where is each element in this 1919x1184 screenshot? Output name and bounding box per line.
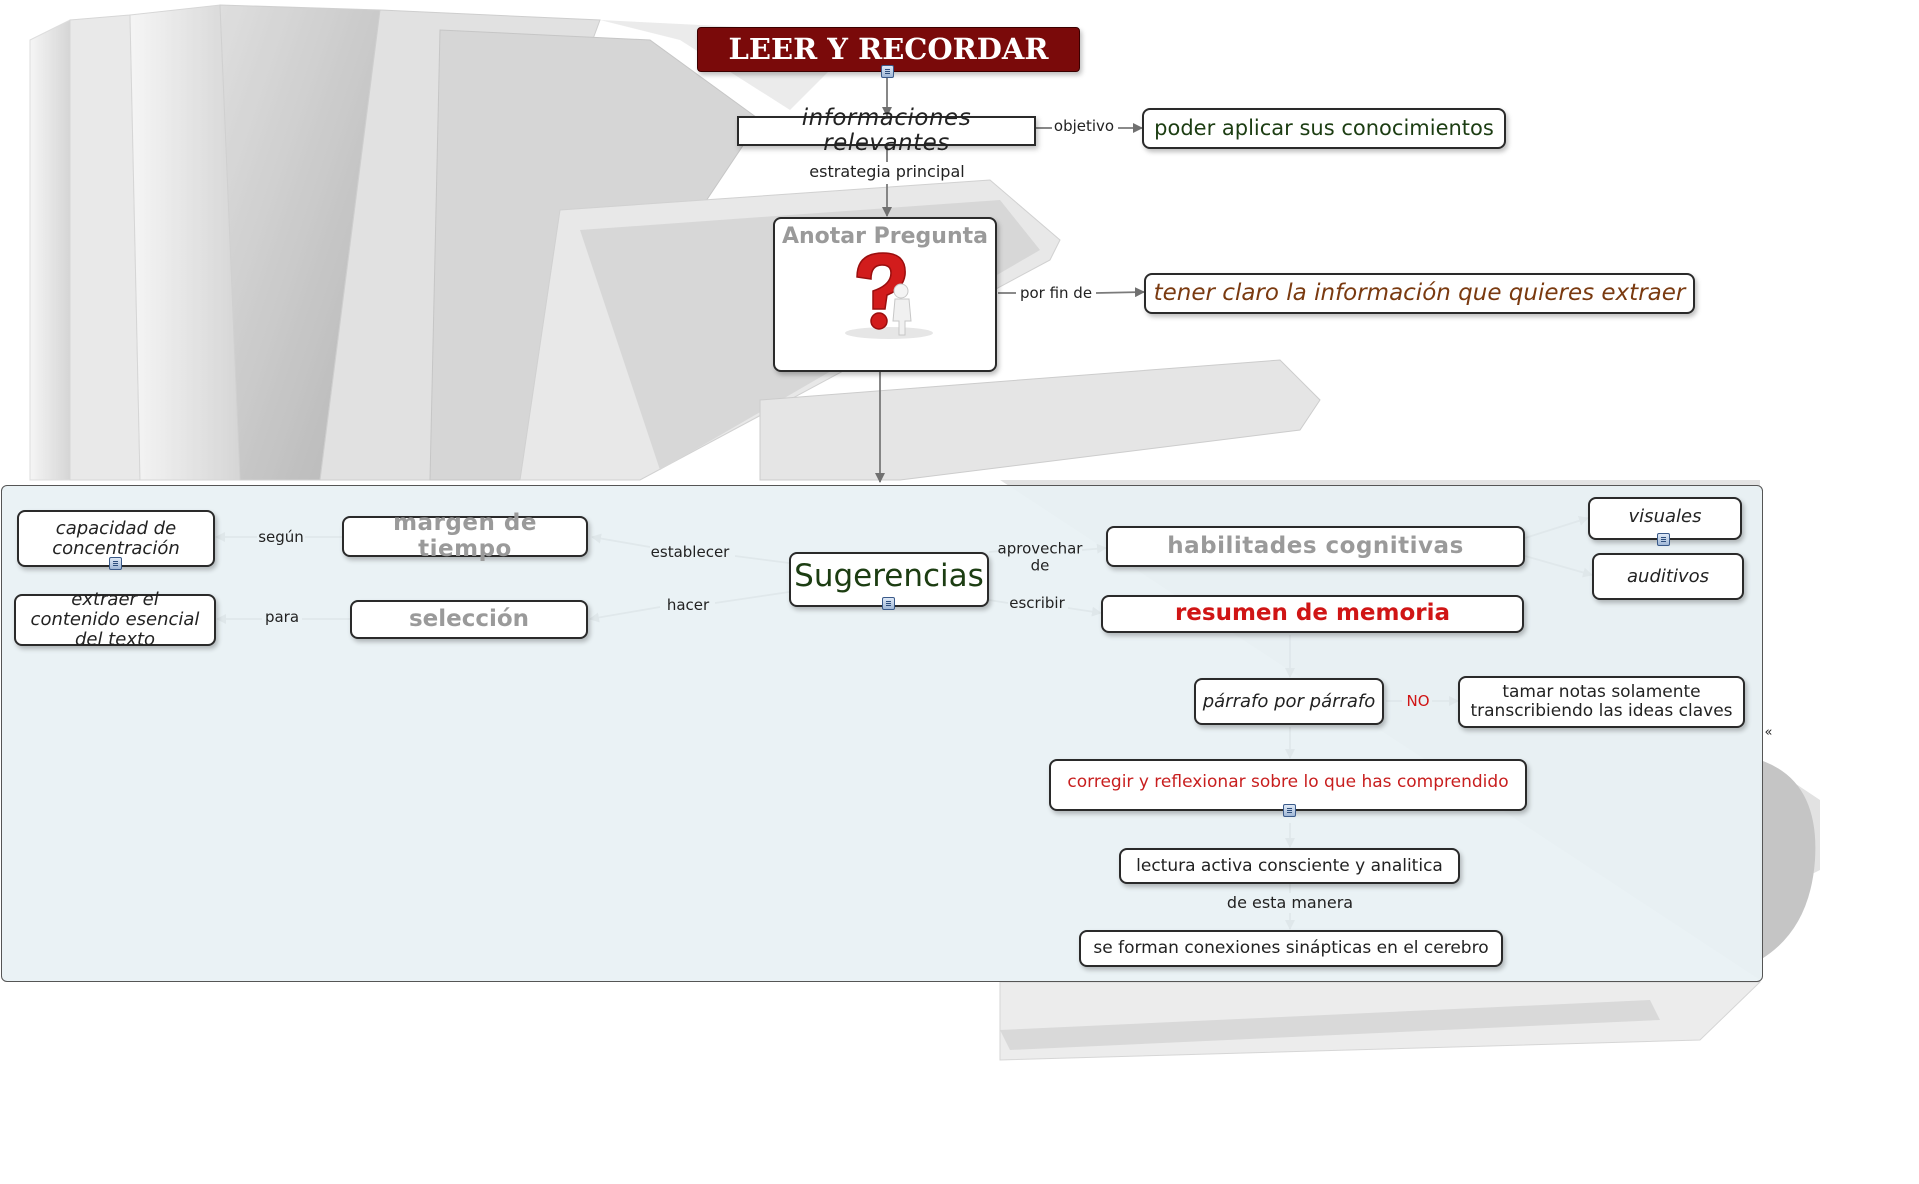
- poder-node[interactable]: poder aplicar sus conocimientos: [1142, 108, 1506, 149]
- link-label-porfin: por fin de: [1019, 283, 1093, 302]
- lectura-node[interactable]: lectura activa consciente y analitica: [1119, 848, 1460, 884]
- capacidad-resource-icon[interactable]: [109, 557, 122, 570]
- link-label-estrategia: estrategia principal: [809, 162, 965, 182]
- conexiones-node[interactable]: se forman conexiones sinápticas en el ce…: [1079, 930, 1503, 967]
- title-resource-icon[interactable]: [881, 65, 894, 78]
- margen-node[interactable]: margen de tiempo: [342, 511, 588, 561]
- habilidades-node[interactable]: habilitades cognitivas: [1106, 526, 1525, 567]
- link-label-manera: de esta manera: [1226, 893, 1354, 913]
- anotar-label: Anotar Pregunta: [781, 224, 988, 249]
- collapse-icon[interactable]: «: [1764, 725, 1773, 740]
- anotar-node[interactable]: Anotar Pregunta: [773, 217, 997, 372]
- corregir-node[interactable]: corregir y reflexionar sobre lo que has …: [1049, 759, 1527, 811]
- tener-node[interactable]: tener claro la información que quieres e…: [1144, 273, 1695, 314]
- resumen-node[interactable]: resumen de memoria: [1101, 595, 1524, 633]
- link-porfin-tener: [1095, 287, 1145, 298]
- question-person-image: [845, 252, 933, 339]
- link-label-establecer: establecer: [650, 542, 730, 561]
- tomar-node[interactable]: tamar notas solamente transcribiendo las…: [1458, 676, 1745, 728]
- link-label-segun: según: [258, 527, 304, 546]
- seleccion-node[interactable]: selección: [350, 600, 588, 639]
- sugerencias-resource-icon[interactable]: [882, 597, 895, 610]
- parrafo-node[interactable]: párrafo por párrafo: [1194, 678, 1384, 725]
- auditivos-node[interactable]: auditivos: [1592, 553, 1744, 600]
- link-label-escribir: escribir: [1009, 593, 1065, 612]
- link-label-aprovechar: aprovechar de: [997, 539, 1083, 574]
- extraer-node[interactable]: extraer el contenido esencial del texto: [14, 590, 216, 649]
- informaciones-node[interactable]: informaciones relevantes: [737, 105, 1036, 156]
- visuales-resource-icon[interactable]: [1657, 533, 1670, 546]
- link-label-para: para: [264, 607, 300, 626]
- link-label-no: NO: [1406, 691, 1430, 710]
- link-label-hacer: hacer: [666, 595, 710, 614]
- capacidad-node[interactable]: capacidad de concentración: [17, 510, 215, 567]
- title-node[interactable]: LEER Y RECORDAR: [697, 27, 1080, 72]
- corregir-resource-icon[interactable]: [1283, 804, 1296, 817]
- link-label-objetivo: objetivo: [1053, 116, 1115, 135]
